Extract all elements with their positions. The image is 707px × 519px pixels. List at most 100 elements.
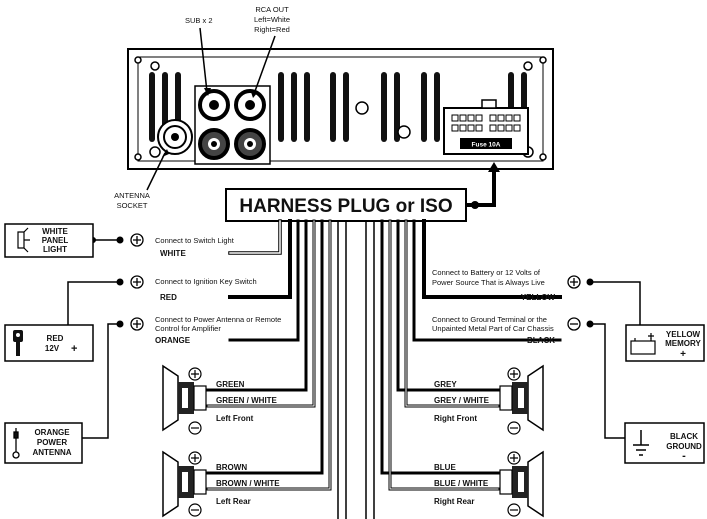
right-front-labels: GREY GREY / WHITE Right Front xyxy=(434,380,490,423)
svg-text:+: + xyxy=(71,343,77,355)
red-wire-labels: Connect to Ignition Key Switch RED xyxy=(155,277,257,302)
left-wires xyxy=(206,219,347,519)
svg-text:WHITE: WHITE xyxy=(42,227,68,236)
plus-terminal-icon xyxy=(130,317,144,331)
speaker-right-front-icon xyxy=(499,364,544,432)
svg-text:ORANGE: ORANGE xyxy=(34,428,70,437)
svg-text:12V: 12V xyxy=(45,344,60,353)
svg-text:Control for Amplifier: Control for Amplifier xyxy=(155,324,221,333)
plus-terminal-icon xyxy=(567,275,581,289)
svg-text:Left Front: Left Front xyxy=(216,414,254,423)
svg-text:POWER: POWER xyxy=(37,438,67,447)
svg-text:+: + xyxy=(680,349,686,360)
svg-text:GREEN: GREEN xyxy=(216,380,245,389)
svg-text:PANEL: PANEL xyxy=(42,236,69,245)
left-rear-labels: BROWN BROWN / WHITE Left Rear xyxy=(216,463,280,506)
ignition-box: RED 12V + xyxy=(4,324,94,362)
plus-icon xyxy=(188,451,202,465)
battery-icon xyxy=(630,333,656,355)
svg-text:ANTENNA: ANTENNA xyxy=(114,191,150,200)
power-antenna-box: ORANGE POWER ANTENNA xyxy=(4,422,83,464)
svg-text:BLACK: BLACK xyxy=(527,336,555,345)
svg-text:ANTENNA: ANTENNA xyxy=(32,448,71,457)
svg-text:GREY / WHITE: GREY / WHITE xyxy=(434,396,490,405)
heat-sink-fins-center xyxy=(330,72,440,142)
svg-text:Unpainted Metal Part of Car Ch: Unpainted Metal Part of Car Chassis xyxy=(432,324,554,333)
svg-text:Right Rear: Right Rear xyxy=(434,497,474,506)
rca-jack-icon xyxy=(198,89,230,121)
iso-cable xyxy=(466,170,496,207)
svg-text:Connect to Power Antenna or Re: Connect to Power Antenna or Remote xyxy=(155,315,281,324)
svg-text:Left=White: Left=White xyxy=(254,15,290,24)
minus-icon xyxy=(188,421,202,435)
key-icon xyxy=(13,330,23,356)
svg-text:Connect to Switch Light: Connect to Switch Light xyxy=(155,236,235,245)
minus-icon xyxy=(507,421,521,435)
fuse-badge xyxy=(460,138,512,149)
plus-icon xyxy=(188,367,202,381)
svg-text:BROWN / WHITE: BROWN / WHITE xyxy=(216,479,280,488)
svg-text:RED: RED xyxy=(160,293,177,302)
rca-jacks xyxy=(194,85,271,165)
memory-box: YELLOW MEMORY + xyxy=(625,324,705,362)
svg-text:BLACK: BLACK xyxy=(670,432,698,441)
antenna-socket-icon xyxy=(157,119,193,155)
svg-text:GREY: GREY xyxy=(434,380,457,389)
svg-text:RCA OUT: RCA OUT xyxy=(255,5,289,14)
black-wire-labels: Connect to Ground Terminal or the Unpain… xyxy=(432,315,555,345)
rca-jack-icon xyxy=(198,128,230,160)
fuse-label: Fuse 10A xyxy=(472,142,501,149)
terminal-symbols xyxy=(130,233,581,331)
svg-text:Right=Red: Right=Red xyxy=(254,25,290,34)
minus-icon xyxy=(188,503,202,517)
speaker-right-rear-icon xyxy=(499,450,544,518)
svg-text:Left Rear: Left Rear xyxy=(216,497,251,506)
svg-text:Power Source That is Always Li: Power Source That is Always Live xyxy=(432,278,545,287)
orange-wire-labels: Connect to Power Antenna or Remote Contr… xyxy=(155,315,281,345)
yellow-wire-labels: Connect to Battery or 12 Volts of Power … xyxy=(432,268,555,302)
panel-light-box: WHITE PANEL LIGHT xyxy=(4,223,94,258)
rca-out-label: RCA OUT Left=White Right=Red xyxy=(254,5,290,34)
minus-terminal-icon xyxy=(567,317,581,331)
device-links xyxy=(67,239,641,439)
ground-icon xyxy=(633,430,649,456)
iso-connector: Fuse 10A xyxy=(443,99,529,155)
svg-text:GREEN / WHITE: GREEN / WHITE xyxy=(216,396,278,405)
svg-text:ORANGE: ORANGE xyxy=(155,336,191,345)
sub-label: SUB x 2 xyxy=(185,16,213,25)
callout-arrows xyxy=(146,27,276,191)
svg-text:WHITE: WHITE xyxy=(160,249,186,258)
antenna-socket-label: ANTENNA SOCKET xyxy=(114,191,150,210)
rca-jack-icon xyxy=(234,89,266,121)
svg-text:BLUE: BLUE xyxy=(434,463,456,472)
center-hole-icon xyxy=(355,101,369,115)
right-wires xyxy=(365,219,562,519)
minus-icon xyxy=(507,503,521,517)
plus-icon xyxy=(507,367,521,381)
svg-text:RED: RED xyxy=(47,334,64,343)
svg-text:Connect to Ground Terminal or: Connect to Ground Terminal or the xyxy=(432,315,547,324)
arrow-heads xyxy=(162,88,258,157)
svg-text:SOCKET: SOCKET xyxy=(117,201,148,210)
speaker-polarity-icons xyxy=(188,367,521,517)
ground-box: BLACK GROUND - xyxy=(624,422,705,464)
svg-text:YELLOW: YELLOW xyxy=(666,330,701,339)
svg-text:YELLOW: YELLOW xyxy=(521,293,556,302)
svg-text:LIGHT: LIGHT xyxy=(43,245,67,254)
svg-text:GROUND: GROUND xyxy=(666,442,702,451)
left-front-labels: GREEN GREEN / WHITE Left Front xyxy=(216,380,278,423)
plus-icon xyxy=(507,451,521,465)
right-rear-labels: BLUE BLUE / WHITE Right Rear xyxy=(434,463,489,506)
svg-text:MEMORY: MEMORY xyxy=(665,339,701,348)
head-unit-rear-panel: Fuse 10A xyxy=(127,48,554,170)
rca-jack-icon xyxy=(234,128,266,160)
light-bulb-icon xyxy=(17,227,30,253)
speaker-left-rear-icon xyxy=(162,450,207,518)
antenna-icon xyxy=(12,428,20,459)
svg-text:-: - xyxy=(682,450,686,462)
plus-terminal-icon xyxy=(130,275,144,289)
iso-cable-dot xyxy=(471,201,479,209)
plus-terminal-icon xyxy=(130,233,144,247)
svg-text:Connect to Ignition Key Switch: Connect to Ignition Key Switch xyxy=(155,277,257,286)
